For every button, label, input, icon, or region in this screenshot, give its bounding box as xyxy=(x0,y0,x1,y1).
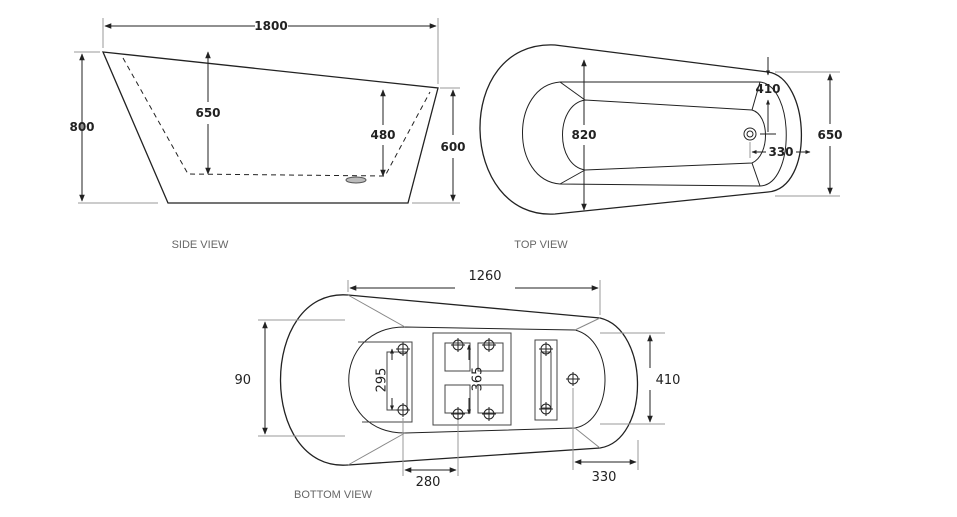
side-height-label: 800 xyxy=(69,120,94,134)
bottom-view-feet xyxy=(358,332,558,426)
top-waste-offset-label: 410 xyxy=(755,82,780,96)
bottom-foot-spacing-b-label: 365 xyxy=(471,367,486,392)
side-view-inner-bath xyxy=(122,57,431,177)
side-view-drain xyxy=(345,176,367,184)
bottom-offset-right-label: 330 xyxy=(592,470,617,485)
bottom-view-bolts xyxy=(396,338,580,421)
bottom-view-outline xyxy=(279,294,638,466)
top-view xyxy=(479,44,840,215)
side-view-caption: SIDE VIEW xyxy=(172,239,229,251)
bottom-view-caption: BOTTOM VIEW xyxy=(294,489,373,501)
side-length-label: 1800 xyxy=(254,19,287,33)
side-view xyxy=(74,18,460,204)
top-view-outer-rim xyxy=(479,44,803,215)
bottom-length-label: 1260 xyxy=(468,269,501,284)
top-view-drain xyxy=(743,127,757,141)
side-end-height-label: 600 xyxy=(440,140,465,154)
bottom-foot-spacing-a-label: 295 xyxy=(375,368,390,393)
top-view-caption: TOP VIEW xyxy=(514,239,568,251)
side-inner-depth-label: 480 xyxy=(370,128,395,142)
top-width-label: 820 xyxy=(571,128,596,142)
side-view-outline xyxy=(101,51,439,204)
top-waste-distance-label: 330 xyxy=(768,145,793,159)
bottom-offset-left-label: 280 xyxy=(416,475,441,490)
top-end-width-label: 650 xyxy=(817,128,842,142)
bottom-width-label: 90 xyxy=(234,373,251,388)
bottom-view xyxy=(258,280,665,476)
bottom-end-width-label: 410 xyxy=(656,373,681,388)
side-depth-label: 650 xyxy=(195,106,220,120)
